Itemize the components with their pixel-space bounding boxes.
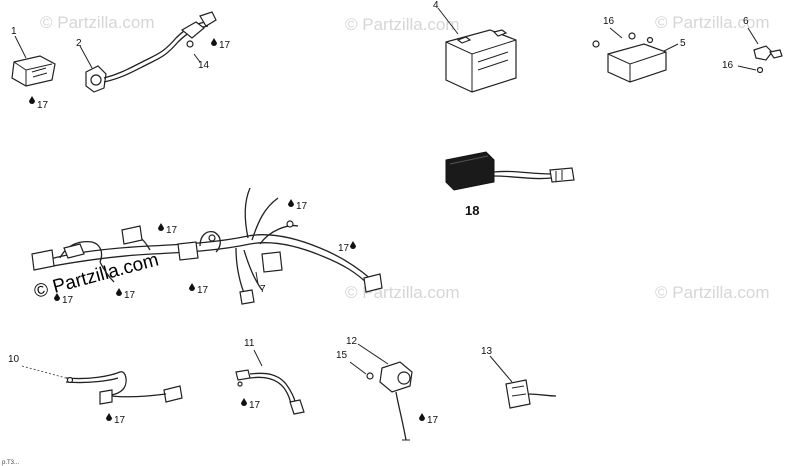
ref-17-part12: 17 xyxy=(419,413,439,426)
watermark-top-center: © Partzilla.com xyxy=(345,15,460,34)
callout-12: 12 xyxy=(346,336,358,347)
watermark-top-right: © Partzilla.com xyxy=(655,13,770,32)
ref-17-part1: 17 xyxy=(29,96,49,111)
callout-18: 18 xyxy=(465,203,479,218)
callout-16b: 16 xyxy=(722,60,734,71)
ref-17-label: 17 xyxy=(197,285,209,296)
callout-11: 11 xyxy=(244,338,255,349)
drop-icon xyxy=(54,293,60,301)
drop-icon xyxy=(350,241,356,249)
ref-17-label: 17 xyxy=(124,290,136,301)
ref-17-label: 17 xyxy=(37,100,49,111)
ref-17-label: 17 xyxy=(249,400,261,411)
ref-17-label: 17 xyxy=(338,243,350,254)
ref-17-label: 17 xyxy=(427,415,439,426)
ref-17-label: 17 xyxy=(296,201,308,212)
watermark-mid-center: © Partzilla.com xyxy=(345,283,460,302)
callout-4: 4 xyxy=(433,0,439,11)
callout-5: 5 xyxy=(680,38,686,49)
ref-17-label: 17 xyxy=(219,40,231,51)
part-4-battery: 4 xyxy=(433,0,517,93)
drop-icon xyxy=(158,223,164,231)
callout-13: 13 xyxy=(481,346,493,357)
ref-17-part10: 17 xyxy=(106,413,126,426)
ref-17-part2: 17 xyxy=(211,38,231,51)
watermark-mid-right: © Partzilla.com xyxy=(655,283,770,302)
part-13-plug: 13 xyxy=(481,346,557,409)
callout-15: 15 xyxy=(336,350,348,361)
drop-icon xyxy=(419,413,425,421)
callout-10: 10 xyxy=(8,354,20,365)
callout-14: 14 xyxy=(198,60,210,71)
part-18-module: 18 xyxy=(445,151,575,218)
callout-2: 2 xyxy=(76,38,82,49)
callout-7: 7 xyxy=(260,284,266,295)
part-6-sensor: 6 16 xyxy=(722,16,783,74)
part-7-harness: 7 xyxy=(31,187,383,305)
part-10-cable: 10 xyxy=(8,354,183,405)
drop-icon xyxy=(211,38,217,46)
callout-6: 6 xyxy=(743,16,749,27)
part-2-sensor-wire: 2 14 xyxy=(76,11,217,93)
drop-icon xyxy=(288,199,294,207)
part-5-relay: 16 5 xyxy=(592,16,686,83)
callout-1: 1 xyxy=(11,26,17,37)
ref-17-label: 17 xyxy=(114,415,126,426)
ref-17-part11: 17 xyxy=(241,398,261,411)
drop-icon xyxy=(189,283,195,291)
watermark-top-left: © Partzilla.com xyxy=(40,13,155,32)
footer-code: p.T3... xyxy=(2,460,19,466)
ref-17-label: 17 xyxy=(166,225,178,236)
part-1-connector: 1 xyxy=(11,26,56,87)
part-12-switch: 12 15 xyxy=(336,336,413,441)
drop-icon xyxy=(29,96,35,104)
ref-17-harness: 17 17 17 17 17 17 xyxy=(54,199,356,306)
drop-icon xyxy=(241,398,247,406)
drop-icon xyxy=(106,413,112,421)
part-11-sensor-lead: 11 xyxy=(235,338,305,415)
drop-icon xyxy=(116,288,122,296)
callout-16a: 16 xyxy=(603,16,615,27)
ref-17-label: 17 xyxy=(62,295,74,306)
